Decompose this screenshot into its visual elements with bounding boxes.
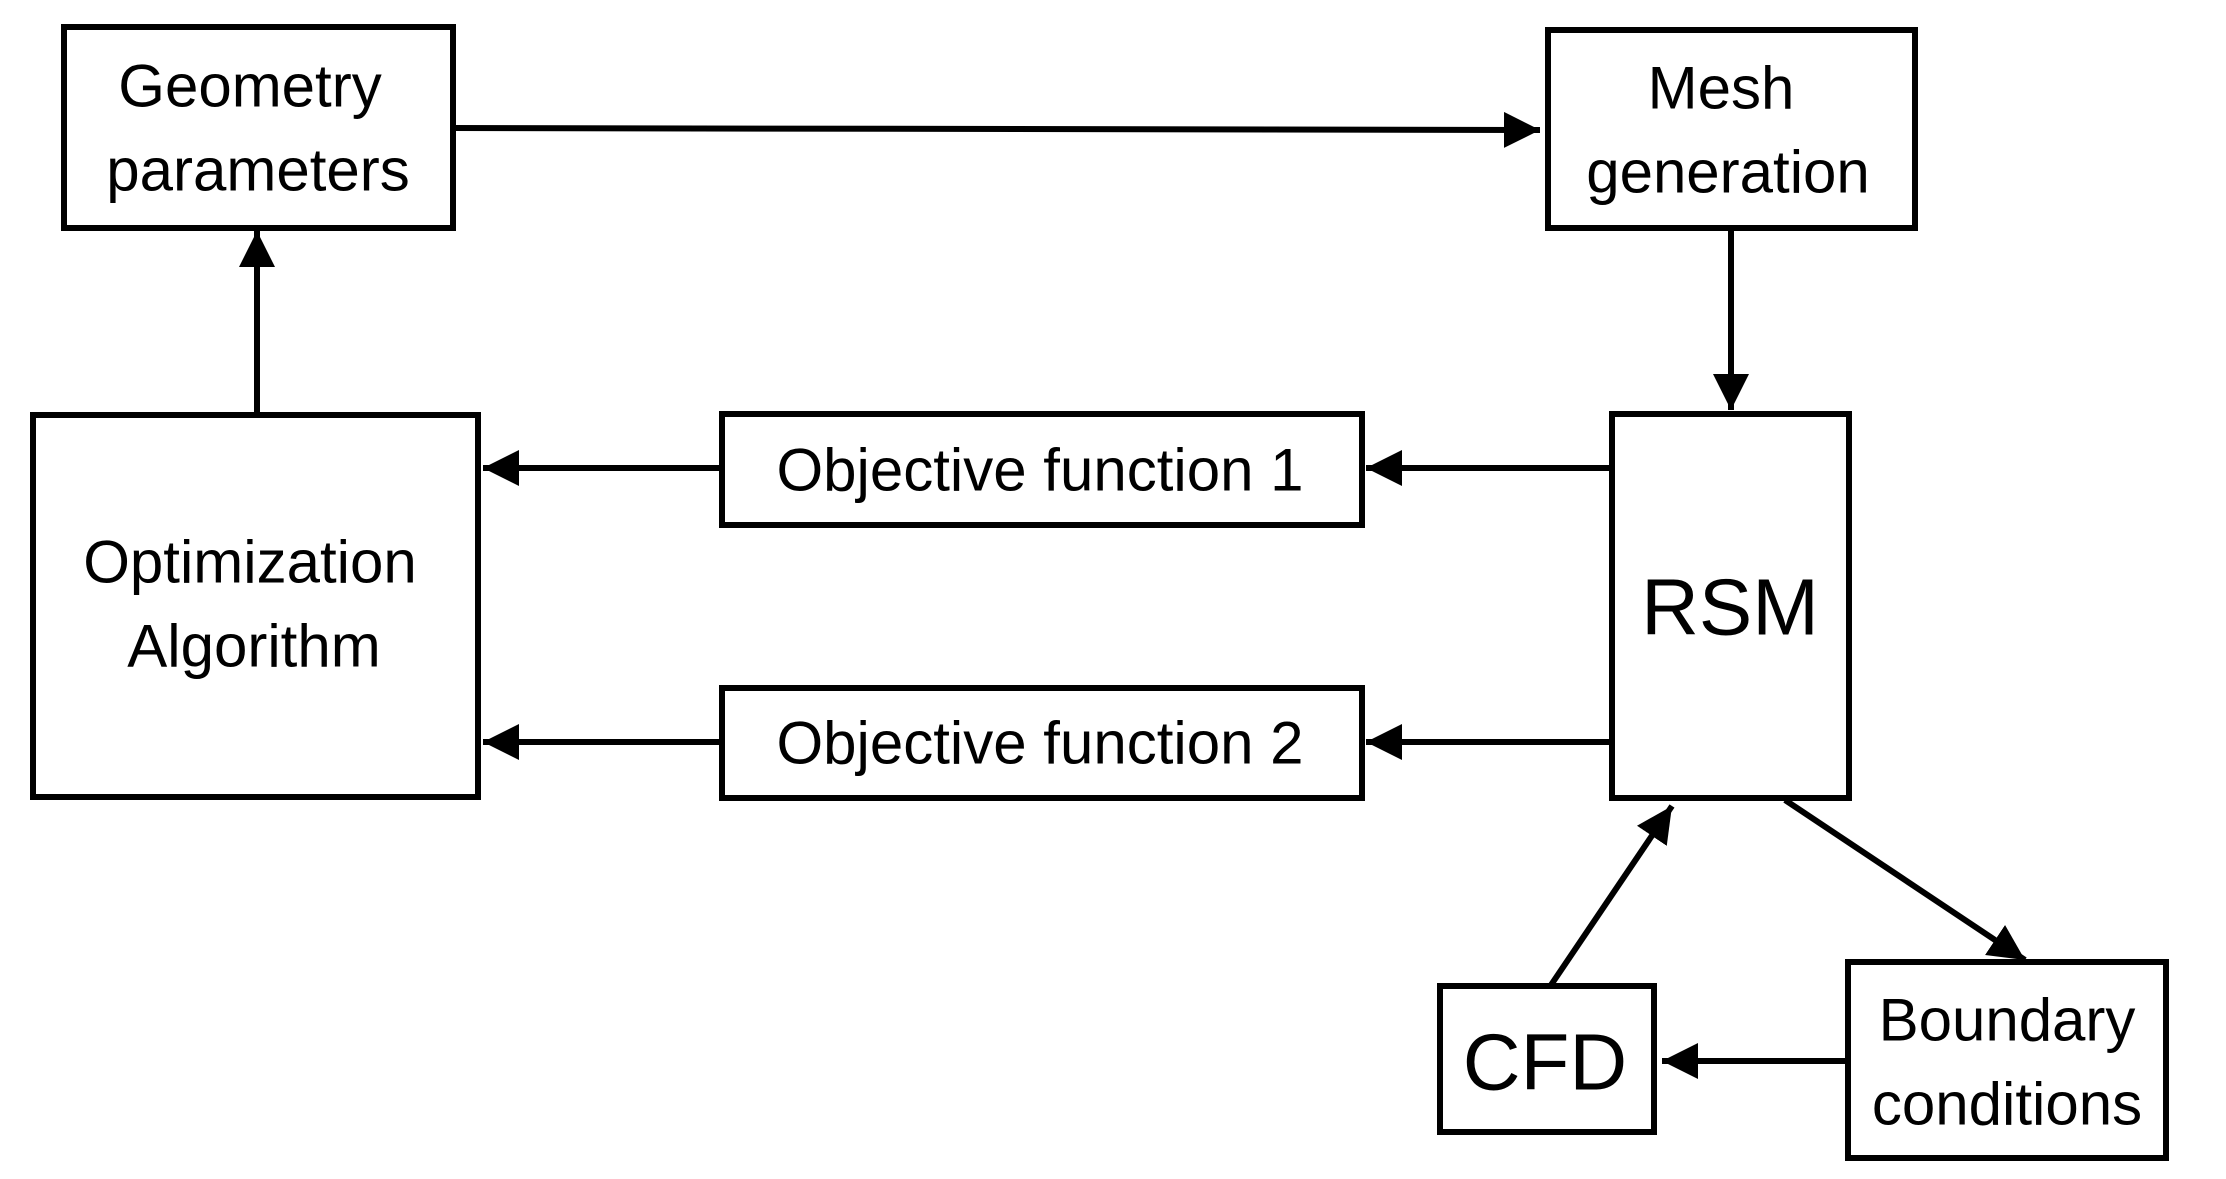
node-geometry-parameters: Geometry parameters bbox=[61, 24, 456, 231]
objective-function-2-box bbox=[719, 685, 1365, 801]
node-objective-function-1: Objective function 1 bbox=[719, 411, 1365, 528]
boundary-conditions-label-line2: conditions bbox=[1872, 1071, 2142, 1138]
node-mesh-generation: Mesh generation bbox=[1545, 27, 1918, 231]
mesh-generation-label-line2: generation bbox=[1586, 139, 1870, 206]
mesh-generation-label-line1: Mesh bbox=[1648, 55, 1795, 122]
edge-cfd-to-rsm bbox=[1548, 804, 1675, 987]
cfd-box bbox=[1437, 983, 1657, 1135]
geometry-parameters-box bbox=[61, 24, 456, 231]
optimization-algorithm-label-line2: Algorithm bbox=[127, 613, 380, 680]
optimization-algorithm-box bbox=[30, 412, 481, 800]
geometry-parameters-label-line2: parameters bbox=[106, 137, 409, 204]
rsm-label: RSM bbox=[1641, 563, 1819, 652]
node-cfd: CFD bbox=[1437, 983, 1657, 1135]
node-objective-function-2: Objective function 2 bbox=[719, 685, 1365, 801]
objective-function-2-label: Objective function 2 bbox=[777, 710, 1304, 777]
node-boundary-conditions: Boundary conditions bbox=[1845, 959, 2169, 1161]
edge-geometry-to-mesh bbox=[452, 111, 1541, 148]
cfd-label: CFD bbox=[1463, 1018, 1627, 1107]
boundary-conditions-label-line1: Boundary bbox=[1879, 987, 2136, 1054]
optimization-algorithm-label-line1: Optimization bbox=[83, 529, 416, 596]
geometry-parameters-label-line1: Geometry bbox=[118, 53, 381, 120]
objective-function-1-box bbox=[719, 411, 1365, 528]
objective-function-1-label: Objective function 1 bbox=[777, 437, 1304, 504]
node-rsm: RSM bbox=[1609, 411, 1852, 801]
mesh-generation-box bbox=[1545, 27, 1918, 231]
edges bbox=[239, 111, 2027, 1079]
boundary-conditions-box bbox=[1845, 959, 2169, 1161]
node-optimization-algorithm: Optimization Algorithm bbox=[30, 412, 481, 800]
rsm-box bbox=[1609, 411, 1852, 801]
edge-rsm-to-boundary bbox=[1783, 797, 2027, 963]
